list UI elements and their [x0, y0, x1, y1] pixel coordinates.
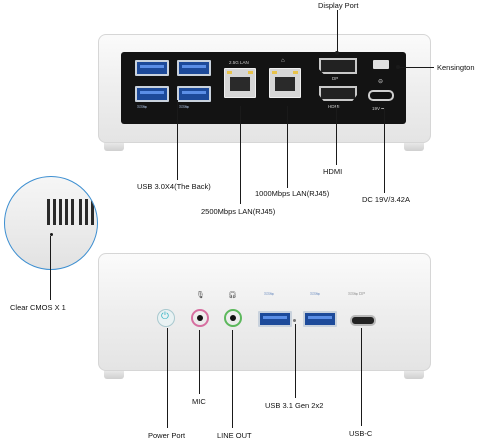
vent-slot — [85, 199, 88, 225]
usb-separator-dot — [293, 319, 296, 322]
callout-line — [337, 10, 338, 52]
front-foot — [104, 371, 124, 379]
display-port-label: Display Port — [318, 1, 359, 10]
displayport-port — [319, 58, 357, 74]
back-foot — [104, 143, 124, 151]
kensington-label: Kensington — [437, 63, 475, 72]
kensington-slot — [373, 60, 389, 69]
mic-jack — [191, 309, 209, 327]
usb31-port — [303, 311, 337, 327]
line-out-label: LINE OUT — [217, 431, 252, 440]
vent-slot — [47, 199, 50, 225]
lan25-tag: 2.5G LAN — [229, 60, 249, 65]
usb3-port — [135, 86, 169, 102]
callout-line — [287, 106, 288, 188]
usb-tag: SS⇆ — [310, 291, 320, 296]
dp-tag: DP — [332, 76, 339, 81]
clear-cmos-label: Clear CMOS X 1 — [10, 303, 66, 312]
cmos-zoom-view — [4, 176, 98, 270]
vent-slot — [91, 199, 94, 225]
mic-glyph: 🎙︎ — [196, 291, 205, 299]
usb3-port — [135, 60, 169, 76]
dc-polarity-icon: ⊖ — [378, 79, 384, 85]
vent-slot — [53, 199, 56, 225]
back-unit: SS⇆ SS⇆ 2.5G LAN ⌂ DP HDMI ⊖ 19V ⎓ — [98, 34, 431, 143]
callout-line — [361, 328, 362, 426]
callout-line — [232, 330, 233, 428]
usbc-port — [350, 315, 376, 326]
usb31-port — [258, 311, 292, 327]
dc-label: DC 19V/3.42A — [362, 195, 410, 204]
callout-dot — [335, 51, 339, 55]
mic-label: MIC — [192, 397, 206, 406]
vent-slot — [65, 199, 68, 225]
usb3-port — [177, 60, 211, 76]
dc-tag: 19V ⎓ — [372, 106, 385, 111]
power-button — [157, 309, 175, 327]
callout-line — [177, 100, 178, 180]
callout-line — [167, 328, 168, 428]
usbc-label: USB-C — [349, 429, 373, 438]
usb-tag: SS⇆ — [264, 291, 274, 296]
callout-line — [50, 236, 51, 300]
line-out-jack — [224, 309, 242, 327]
callout-line — [240, 106, 241, 204]
vent-slot — [79, 199, 82, 225]
front-unit: 🎙︎ 🎧︎ SS⇆ SS⇆ SS⇆ DP — [98, 253, 431, 371]
callout-line — [398, 67, 434, 68]
usb30-label: USB 3.0X4(The Back) — [137, 182, 211, 191]
callout-line — [295, 324, 296, 398]
cmos-pinhole — [50, 233, 53, 236]
back-foot — [404, 143, 424, 151]
headphone-glyph: 🎧︎ — [228, 291, 237, 299]
callout-line — [384, 108, 385, 193]
lan1000-label: 1000Mbps LAN(RJ45) — [255, 189, 330, 198]
hdmi-port — [319, 86, 357, 101]
lan-icon: ⌂ — [281, 58, 285, 64]
vent-slot — [59, 199, 62, 225]
callout-line — [199, 330, 200, 394]
vent-slot — [71, 199, 74, 225]
hdmi-tag: HDMI — [328, 104, 340, 109]
usb-tag: SS⇆ — [137, 104, 147, 109]
lan-2500-port — [224, 68, 256, 98]
callout-line — [336, 105, 337, 165]
lan2500-label: 2500Mbps LAN(RJ45) — [201, 207, 276, 216]
usbc-tag: SS⇆ DP — [348, 291, 366, 296]
usb-tag: SS⇆ — [179, 104, 189, 109]
usb3-port — [177, 86, 211, 102]
front-foot — [404, 371, 424, 379]
dc-input-port — [368, 90, 394, 101]
back-io-panel: SS⇆ SS⇆ 2.5G LAN ⌂ DP HDMI ⊖ 19V ⎓ — [121, 52, 406, 124]
hdmi-label: HDMI — [323, 167, 343, 176]
lan-1000-port — [269, 68, 301, 98]
power-label: Power Port — [148, 431, 186, 440]
usb31-label: USB 3.1 Gen 2x2 — [265, 401, 324, 410]
